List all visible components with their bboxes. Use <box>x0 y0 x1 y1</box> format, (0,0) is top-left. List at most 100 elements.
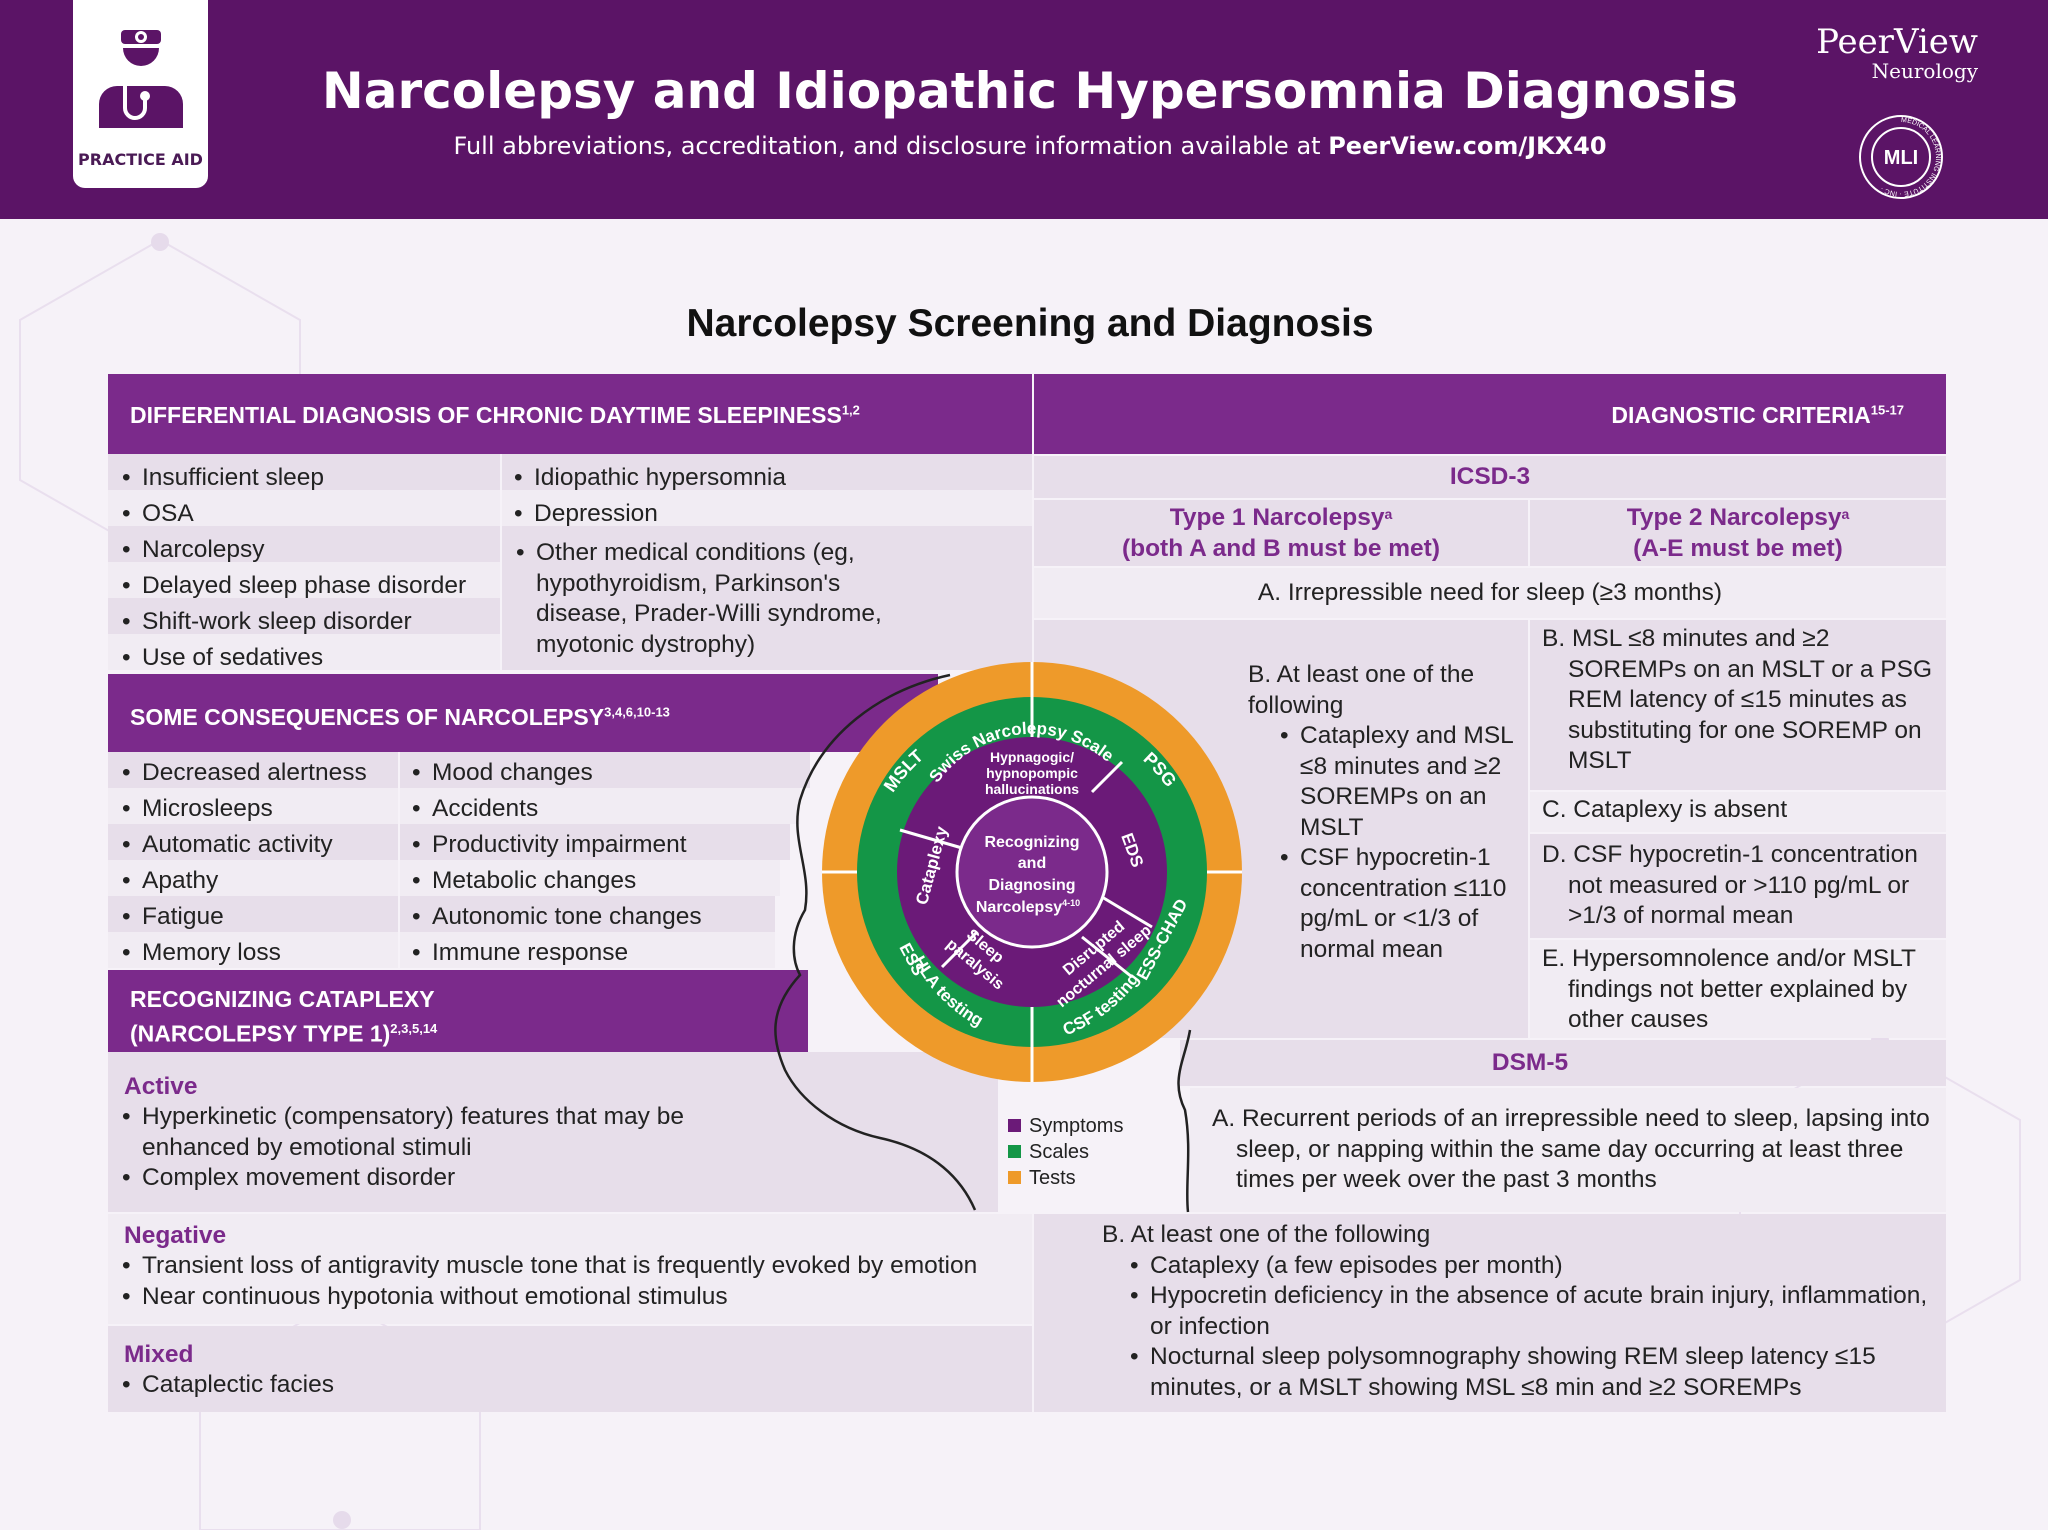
center-line-3: Diagnosing <box>988 877 1075 894</box>
legend-scales: Scales <box>1008 1139 1123 1165</box>
cataplexy-heading-line1: RECOGNIZING CATAPLEXY <box>130 986 435 1012</box>
list-item: Fatigue <box>116 899 400 935</box>
criterion-a: A. Irrepressible need for sleep (≥3 mont… <box>1257 579 1723 606</box>
list-item: Immune response <box>406 935 786 971</box>
list-item: Memory loss <box>116 935 400 971</box>
list-item: CSF hypocretin-1 concentration ≤110 pg/m… <box>1274 843 1518 965</box>
criterion-e: E. Hypersomnolence and/or MSLT findings … <box>1542 945 1916 1033</box>
list-item: Automatic activity <box>116 827 400 863</box>
dsm-b-list: Cataplexy (a few episodes per month) Hyp… <box>1102 1251 1942 1404</box>
list-item: Shift-work sleep disorder <box>116 604 500 640</box>
type2-sup: a <box>1841 506 1850 522</box>
list-item: Cataplectic facies <box>116 1370 756 1401</box>
mixed-list: Cataplectic facies <box>116 1370 756 1401</box>
practice-aid-badge: PRACTICE AID <box>73 0 208 188</box>
differential-right-list: Idiopathic hypersomnia Depression <box>508 460 908 532</box>
list-item: Nocturnal sleep polysomnography showing … <box>1124 1342 1942 1403</box>
list-item: Microsleeps <box>116 791 400 827</box>
list-item: Hyperkinetic (compensatory) features tha… <box>116 1102 756 1163</box>
symptom-hypnagogic-2: hypnopompic <box>986 765 1078 781</box>
cataplexy-heading: RECOGNIZING CATAPLEXY (NARCOLEPSY TYPE 1… <box>108 970 808 1052</box>
narcolepsy-wheel: MSLT PSG CSF testing HLA testing Swiss N… <box>822 662 1242 1082</box>
criteria-refs: 15-17 <box>1870 402 1904 418</box>
swatch-tests <box>1008 1171 1021 1184</box>
list-item: Delayed sleep phase disorder <box>116 568 500 604</box>
differential-other: Other medical conditions (eg, hypothyroi… <box>510 538 910 660</box>
center-line-2: and <box>1018 855 1046 872</box>
symptom-hypnagogic-3: hallucinations <box>985 781 1079 797</box>
b-type1-intro: B. At least one of the following <box>1248 661 1475 719</box>
legend-symptoms: Symptoms <box>1008 1113 1123 1139</box>
mli-seal-icon: MLI MEDICAL LEARNING INSTITUTE · INC · <box>1859 115 1943 199</box>
center-line-4-text: Narcolepsy <box>976 899 1062 916</box>
legend-scales-label: Scales <box>1029 1141 1090 1163</box>
type1-line2: (both A and B must be met) <box>1121 534 1441 562</box>
center-refs: 4-10 <box>1062 898 1080 908</box>
list-item: Hypocretin deficiency in the absence of … <box>1124 1281 1942 1342</box>
page-title: Narcolepsy Screening and Diagnosis <box>686 302 1374 345</box>
list-item: Autonomic tone changes <box>406 899 786 935</box>
list-item: Transient loss of antigravity muscle ton… <box>116 1251 1026 1282</box>
brand-name: PeerView <box>1816 22 1978 62</box>
wheel-legend: Symptoms Scales Tests <box>1008 1113 1123 1191</box>
list-item: Insufficient sleep <box>116 460 500 496</box>
header-banner: PRACTICE AID Narcolepsy and Idiopathic H… <box>0 0 2048 219</box>
consequences-left-list: Decreased alertness Microsleeps Automati… <box>116 755 400 971</box>
dsm-criterion-a: A. Recurrent periods of an irrepressible… <box>1212 1105 1930 1193</box>
type2-header: Type 2 Narcolepsya (A-E must be met) <box>1530 503 1946 564</box>
header-subtitle: Full abbreviations, accreditation, and d… <box>300 132 1760 160</box>
cataplexy-heading-line2: (NARCOLEPSY TYPE 1) <box>130 1020 391 1047</box>
swatch-scales <box>1008 1145 1021 1158</box>
criteria-heading: DIAGNOSTIC CRITERIA15-17 <box>1034 374 1946 454</box>
dsm-label: DSM-5 <box>1491 1049 1569 1076</box>
legend-symptoms-label: Symptoms <box>1029 1115 1124 1137</box>
list-item: Depression <box>508 496 908 532</box>
list-item: Complex movement disorder <box>116 1163 756 1194</box>
b-type1-list: Cataplexy and MSL ≤8 minutes and ≥2 SORE… <box>1248 721 1518 965</box>
cataplexy-refs: 2,3,5,14 <box>390 1021 438 1036</box>
differential-heading-text: DIFFERENTIAL DIAGNOSIS OF CHRONIC DAYTIM… <box>130 402 842 428</box>
legend-tests: Tests <box>1008 1165 1123 1191</box>
type1-sup: a <box>1384 506 1393 522</box>
mli-seal-text: MLI <box>1884 147 1918 169</box>
criterion-c: C. Cataplexy is absent <box>1542 796 1788 823</box>
mixed-label: Mixed <box>124 1341 194 1368</box>
criterion-b-type1: B. At least one of the following Cataple… <box>1248 660 1518 965</box>
brand-sub: Neurology <box>1871 59 1978 83</box>
list-item: Accidents <box>406 791 786 827</box>
active-label: Active <box>124 1073 198 1100</box>
subtitle-link[interactable]: PeerView.com/JKX40 <box>1328 132 1607 160</box>
consequences-refs: 3,4,6,10-13 <box>604 704 670 720</box>
list-item: Other medical conditions (eg, hypothyroi… <box>510 538 910 660</box>
list-item: OSA <box>116 496 500 532</box>
differential-heading: DIFFERENTIAL DIAGNOSIS OF CHRONIC DAYTIM… <box>108 374 1032 454</box>
list-item: Cataplexy and MSL ≤8 minutes and ≥2 SORE… <box>1274 721 1518 843</box>
criterion-b-type2: B. MSL ≤8 minutes and ≥2 SOREMPs on an M… <box>1542 625 1933 774</box>
dsm-criterion-b: B. At least one of the following Cataple… <box>1102 1220 1942 1403</box>
list-item: Productivity impairment <box>406 827 786 863</box>
list-item: Apathy <box>116 863 400 899</box>
type2-line2: (A-E must be met) <box>1633 534 1843 562</box>
wheel-center <box>955 795 1109 949</box>
list-item: Cataplexy (a few episodes per month) <box>1124 1251 1942 1282</box>
header-title: Narcolepsy and Idiopathic Hypersomnia Di… <box>321 62 1739 120</box>
list-item: Use of sedatives <box>116 640 500 676</box>
list-item: Decreased alertness <box>116 755 400 791</box>
icsd-label: ICSD-3 <box>1449 463 1531 490</box>
differential-left-list: Insufficient sleep OSA Narcolepsy Delaye… <box>116 460 500 676</box>
list-item: Near continuous hypotonia without emotio… <box>116 1282 1026 1313</box>
center-line-4: Narcolepsy4-10 <box>976 898 1080 916</box>
doctor-icon <box>99 30 183 128</box>
list-item: Metabolic changes <box>406 863 786 899</box>
type2-line1: Type 2 Narcolepsy <box>1626 504 1842 531</box>
active-list: Hyperkinetic (compensatory) features tha… <box>116 1102 756 1194</box>
type1-line1: Type 1 Narcolepsy <box>1169 504 1385 531</box>
list-item: Narcolepsy <box>116 532 500 568</box>
criterion-d: D. CSF hypocretin-1 concentration not me… <box>1542 841 1918 929</box>
swatch-symptoms <box>1008 1119 1021 1132</box>
subtitle-text: Full abbreviations, accreditation, and d… <box>453 132 1321 160</box>
consequences-right-list: Mood changes Accidents Productivity impa… <box>406 755 786 971</box>
differential-refs: 1,2 <box>841 402 860 418</box>
symptom-hypnagogic-1: Hypnagogic/ <box>990 749 1074 765</box>
negative-label: Negative <box>124 1222 227 1249</box>
